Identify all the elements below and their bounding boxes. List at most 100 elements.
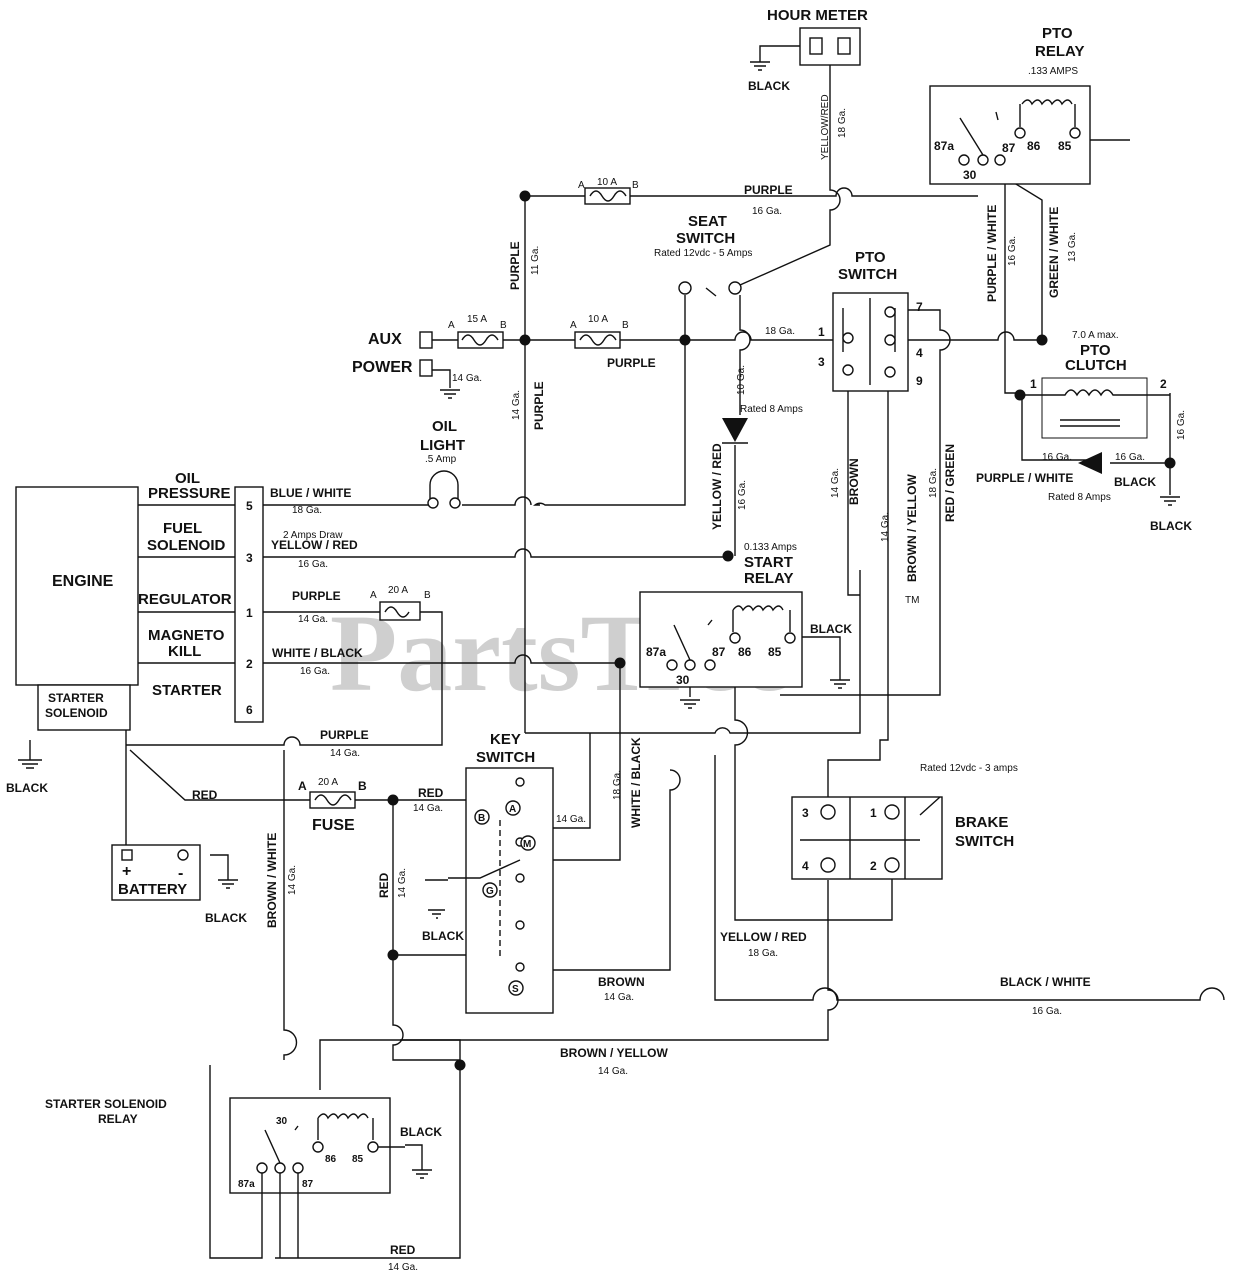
pto-relay-pin-87a: 87a xyxy=(934,139,954,153)
key-wire-white-black-18ga: 18 Ga. xyxy=(612,770,623,800)
brake-wire-yellow-red: YELLOW / RED xyxy=(720,930,807,944)
pto-clutch-pin-2: 2 xyxy=(1160,377,1167,391)
brown-yellow-wire-14ga: 14 Ga. xyxy=(880,512,891,542)
ss-relay-ground-black: BLACK xyxy=(400,1125,442,1139)
fuse-20a-reg-a: A xyxy=(370,590,377,601)
key-pin-a: A xyxy=(509,804,516,815)
fuse-10a-mid-rating: 10 A xyxy=(588,314,608,325)
terminal-oil-pressure-2: PRESSURE xyxy=(148,485,231,502)
terminal-regulator: REGULATOR xyxy=(138,591,232,608)
aux-power: AUX POWER 14 Ga. xyxy=(352,331,482,384)
wire-brown-white: BROWN / WHITE xyxy=(265,833,279,928)
wire-black-white: BLACK / WHITE xyxy=(1000,975,1091,989)
ss-relay-pin-85: 85 xyxy=(352,1154,364,1165)
diode-wire-16ga: 16 Ga. xyxy=(737,480,748,510)
pto-clutch-ground-black: BLACK xyxy=(1150,519,1192,533)
key-switch-title-1: KEY xyxy=(490,731,521,748)
brown-wire-label: BROWN xyxy=(847,458,861,505)
pto-relay-wire-16ga: 16 Ga. xyxy=(1007,236,1018,266)
pto-clutch: 7.0 A max. PTO CLUTCH 1 2 16 Ga. 16 Ga. … xyxy=(976,330,1192,533)
wire-2amp-draw: 2 Amps Draw xyxy=(283,530,343,541)
red-green-wire-label: RED / GREEN xyxy=(943,444,957,522)
fuse-wire-red: RED xyxy=(418,786,444,800)
pto-relay-pin-85: 85 xyxy=(1058,139,1072,153)
key-switch: KEY SWITCH B A M G S 14 Ga. xyxy=(448,731,586,1014)
brake-pin-2: 2 xyxy=(870,859,877,873)
terminal-oil-pressure-1: OIL xyxy=(175,470,200,487)
brake-wire-yellow-red-18ga: 18 Ga. xyxy=(748,948,778,959)
ss-relay-pin-87a: 87a xyxy=(238,1179,255,1190)
terminal-oil-pressure-pin: 5 xyxy=(246,499,253,513)
wire-blue-white: BLUE / WHITE xyxy=(270,486,351,500)
ss-relay-pin-86: 86 xyxy=(325,1154,337,1165)
pto-relay-pin-87: 87 xyxy=(1002,141,1016,155)
hour-meter-ground-label: BLACK xyxy=(748,79,790,93)
wire-yellow-red: YELLOW / RED xyxy=(271,538,358,552)
battery-wire-red: RED xyxy=(192,788,218,802)
pto-relay-pin-30: 30 xyxy=(963,168,977,182)
key-pin-g: G xyxy=(486,886,494,897)
fuse-15a: A 15 A B xyxy=(448,314,507,349)
seat-wire-10ga: 10 Ga. xyxy=(736,365,747,395)
pto-switch-pin-3: 3 xyxy=(818,355,825,369)
pto-relay-wire-13ga: 13 Ga. xyxy=(1067,232,1078,262)
hour-meter-wire-gauge: 18 Ga. xyxy=(837,108,848,138)
terminal-fuel-solenoid-1: FUEL xyxy=(163,520,202,537)
pto-switch-pin-4: 4 xyxy=(916,346,923,360)
hour-meter-wire-color: YELLOW/RED xyxy=(820,94,831,160)
wire-white-black: WHITE / BLACK xyxy=(272,646,363,660)
pto-clutch-wire-16ga-left: 16 Ga. xyxy=(1042,452,1072,463)
diode: Rated 8 Amps YELLOW / RED 16 Ga. xyxy=(710,404,803,530)
fuse-10a-top-b: B xyxy=(632,180,639,191)
fuse-10a-mid-a: A xyxy=(570,320,577,331)
battery-label: BATTERY xyxy=(118,881,187,898)
pto-clutch-diode-rating: Rated 8 Amps xyxy=(1048,492,1111,503)
wire-brown-yellow-14ga: 14 Ga. xyxy=(598,1066,628,1077)
oil-light-amps: .5 Amp xyxy=(425,454,457,465)
ss-relay-pin-30: 30 xyxy=(276,1116,288,1127)
hour-meter-label: HOUR METER xyxy=(767,7,868,24)
watermark-tm: TM xyxy=(905,595,919,606)
fuse-10a-mid-b: B xyxy=(622,320,629,331)
battery-minus: - xyxy=(178,865,183,882)
seat-switch-rating: Rated 12vdc - 5 Amps xyxy=(654,248,752,259)
fuse-10a-top-rating: 10 A xyxy=(597,177,617,188)
terminal-magneto-2: KILL xyxy=(168,643,201,660)
start-relay-title-1: START xyxy=(744,554,793,571)
wire-purple-bottom-14ga: 14 Ga. xyxy=(330,748,360,759)
starter-solenoid-title-1: STARTER xyxy=(48,691,104,705)
pto-clutch-wire-16ga-vert: 16 Ga. xyxy=(1176,410,1187,440)
brown-wire-14ga: 14 Ga. xyxy=(830,468,841,498)
terminal-fuel-solenoid-pin: 3 xyxy=(246,551,253,565)
pto-relay-title-2: RELAY xyxy=(1035,43,1084,60)
pto-relay-amps: .133 AMPS xyxy=(1028,66,1078,77)
red-green-wire-18ga: 18 Ga. xyxy=(928,468,939,498)
fuse-wire-red-14ga: 14 Ga. xyxy=(413,803,443,814)
pto-switch-pin-7: 7 xyxy=(916,300,923,314)
fuse-15a-b: B xyxy=(500,320,507,331)
terminal-starter: STARTER xyxy=(152,682,222,699)
oil-light: OIL LIGHT .5 Amp xyxy=(420,418,465,509)
wire-white-black-16ga: 16 Ga. xyxy=(300,666,330,677)
pto-relay-wire-purple-white: PURPLE / WHITE xyxy=(985,205,999,302)
seat-switch-title-2: SWITCH xyxy=(676,230,735,247)
bus-wire-purple-2: PURPLE xyxy=(532,381,546,430)
starter-solenoid-relay: STARTER SOLENOID RELAY 30 87a 87 86 85 B… xyxy=(45,1065,442,1259)
pto-clutch-pin-1: 1 xyxy=(1030,377,1037,391)
pto-clutch-wire-16ga-right: 16 Ga. xyxy=(1115,452,1145,463)
ss-relay-wire-red-14ga: 14 Ga. xyxy=(388,1262,418,1273)
pto-clutch-wire-black: BLACK xyxy=(1114,475,1156,489)
seat-switch: SEAT SWITCH Rated 12vdc - 5 Amps xyxy=(654,213,752,297)
wire-blue-white-18ga: 18 Ga. xyxy=(292,505,322,516)
fuse-20a-batt-b: B xyxy=(358,779,367,793)
start-relay-pin-86: 86 xyxy=(738,645,752,659)
battery-ground-black: BLACK xyxy=(205,911,247,925)
bus-wire-purple: PURPLE xyxy=(508,241,522,290)
ss-relay-title-2: RELAY xyxy=(98,1112,138,1126)
fuse-15a-rating: 15 A xyxy=(467,314,487,325)
ss-relay-title-1: STARTER SOLENOID xyxy=(45,1097,167,1111)
hour-meter: HOUR METER BLACK YELLOW/RED 18 Ga. xyxy=(748,7,868,160)
fuse-label: FUSE xyxy=(312,817,355,834)
engine-label: ENGINE xyxy=(52,573,114,590)
wire-brown-white-14ga: 14 Ga. xyxy=(287,865,298,895)
